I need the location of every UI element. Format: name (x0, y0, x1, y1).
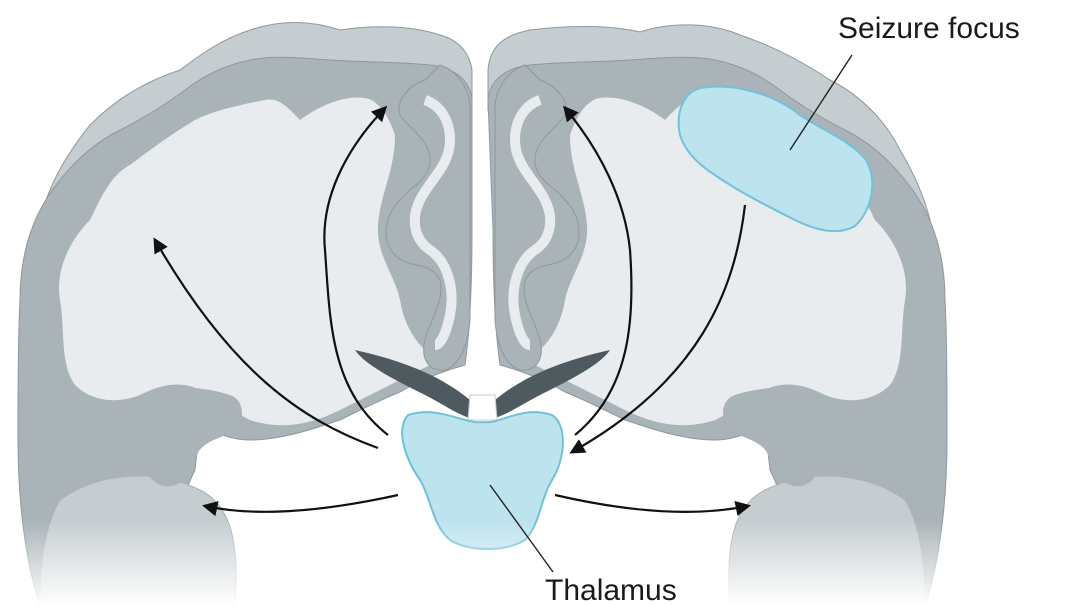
arrow-thalamus-to-right-temporal (555, 495, 748, 512)
midline-pillar (468, 395, 497, 420)
left-hemisphere (18, 23, 472, 606)
thalamus-label: Thalamus (545, 574, 677, 606)
seizure-focus-label: Seizure focus (838, 12, 1020, 45)
arrow-thalamus-to-left-temporal (205, 495, 398, 512)
bottom-fade (0, 520, 1065, 606)
